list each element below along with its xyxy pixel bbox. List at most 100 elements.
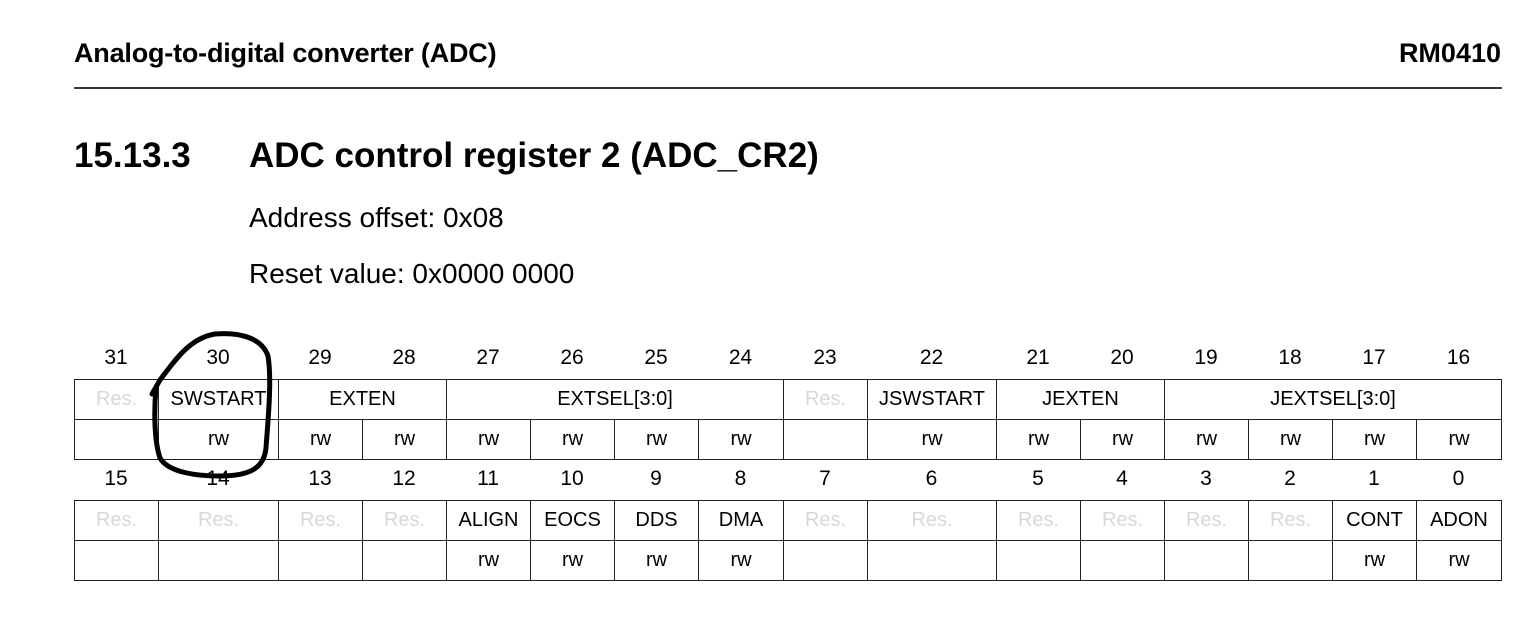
access-type-bit-5 (996, 540, 1081, 581)
access-type-bit-24: rw (698, 419, 784, 460)
bit-number: 6 (925, 467, 938, 490)
bit-number: 22 (919, 346, 944, 369)
field-extsel-3-0: EXTSEL[3:0] (446, 379, 784, 420)
bit-number: 27 (476, 346, 500, 369)
field-jexten: JEXTEN (996, 379, 1165, 420)
field-dma: DMA (698, 500, 784, 541)
bit-number: 12 (392, 467, 416, 490)
bit-number: 2 (1284, 467, 1296, 490)
access-type-bit-20: rw (1080, 419, 1165, 460)
address-offset: Address offset: 0x08 (249, 202, 504, 233)
bit-number: 29 (308, 346, 332, 369)
access-type-bit-29: rw (278, 419, 363, 460)
bit-number: 21 (1026, 346, 1050, 369)
bit-number: 0 (1452, 467, 1465, 490)
access-type-bit-12 (362, 540, 447, 581)
access-type-bit-11: rw (446, 540, 531, 581)
bit-number: 10 (560, 467, 584, 490)
field-jswstart: JSWSTART (867, 379, 997, 420)
access-type-bit-30: rw (158, 419, 279, 460)
bit-number: 17 (1362, 346, 1386, 369)
bit-number: 19 (1194, 346, 1218, 369)
access-type-bit-6 (867, 540, 997, 581)
bit-number: 23 (813, 346, 837, 369)
bit-number: 25 (644, 346, 668, 369)
access-type-bit-7 (783, 540, 868, 581)
document-id: RM0410 (1398, 38, 1501, 68)
access-type-bit-17: rw (1332, 419, 1417, 460)
access-type-bit-25: rw (614, 419, 699, 460)
reserved-field: Res. (362, 500, 447, 541)
bit-number: 30 (206, 346, 230, 369)
field-align: ALIGN (446, 500, 531, 541)
access-type-bit-9: rw (614, 540, 699, 581)
bit-number: 1 (1368, 467, 1380, 490)
access-type-bit-21: rw (996, 419, 1081, 460)
reserved-field: Res. (996, 500, 1081, 541)
access-type-bit-3 (1164, 540, 1249, 581)
field-cont: CONT (1332, 500, 1417, 541)
access-type-bit-26: rw (530, 419, 615, 460)
bit-number: 31 (104, 346, 128, 369)
access-type-bit-27: rw (446, 419, 531, 460)
bit-number: 9 (650, 467, 662, 490)
bit-number: 16 (1446, 346, 1471, 369)
field-jextsel-3-0: JEXTSEL[3:0] (1164, 379, 1502, 420)
bit-number: 13 (308, 467, 332, 490)
reserved-field: Res. (74, 500, 159, 541)
access-type-bit-14 (158, 540, 279, 581)
bit-number: 24 (728, 346, 753, 369)
reserved-field: Res. (74, 379, 159, 420)
access-type-bit-2 (1248, 540, 1333, 581)
field-adon: ADON (1416, 500, 1502, 541)
access-type-bit-15 (74, 540, 159, 581)
field-swstart: SWSTART (158, 379, 279, 420)
bit-number: 11 (477, 467, 499, 490)
reserved-field: Res. (783, 379, 868, 420)
access-type-bit-19: rw (1164, 419, 1249, 460)
field-exten: EXTEN (278, 379, 447, 420)
section-title: ADC control register 2 (ADC_CR2) (249, 136, 819, 175)
reserved-field: Res. (783, 500, 868, 541)
reserved-field: Res. (278, 500, 363, 541)
bit-number: 3 (1200, 467, 1212, 490)
access-type-bit-13 (278, 540, 363, 581)
bit-number: 18 (1278, 346, 1302, 369)
field-dds: DDS (614, 500, 699, 541)
reserved-field: Res. (1248, 500, 1333, 541)
access-type-bit-16: rw (1416, 419, 1502, 460)
access-type-bit-4 (1080, 540, 1165, 581)
reserved-field: Res. (1164, 500, 1249, 541)
bit-number: 7 (819, 467, 831, 490)
bit-number: 4 (1116, 467, 1128, 490)
bit-number: 28 (392, 346, 416, 369)
reserved-field: Res. (1080, 500, 1165, 541)
access-type-bit-28: rw (362, 419, 447, 460)
bit-number: 14 (206, 467, 230, 490)
bit-number: 5 (1032, 467, 1044, 490)
bit-number: 20 (1110, 346, 1134, 369)
access-type-bit-0: rw (1416, 540, 1502, 581)
reset-value: Reset value: 0x0000 0000 (249, 258, 575, 289)
bit-number: 8 (734, 467, 747, 490)
access-type-bit-1: rw (1332, 540, 1417, 581)
reserved-field: Res. (158, 500, 279, 541)
access-type-bit-18: rw (1248, 419, 1333, 460)
access-type-bit-8: rw (698, 540, 784, 581)
chapter-title: Analog-to-digital converter (ADC) (74, 38, 497, 68)
field-eocs: EOCS (530, 500, 615, 541)
bit-number: 15 (104, 467, 128, 490)
header-divider (74, 87, 1502, 89)
access-type-bit-23 (783, 419, 868, 460)
section-number: 15.13.3 (74, 136, 191, 175)
access-type-bit-31 (74, 419, 159, 460)
access-type-bit-10: rw (530, 540, 615, 581)
